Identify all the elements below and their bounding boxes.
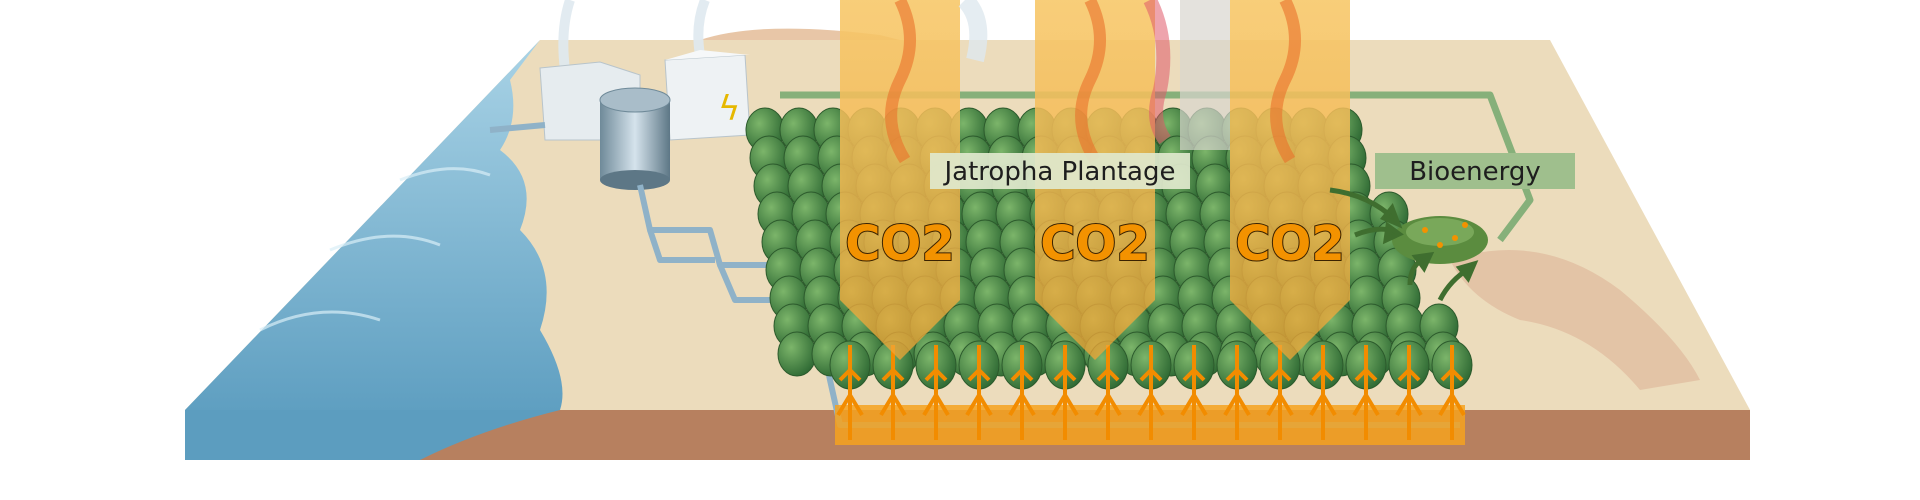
tree-root [915,340,957,440]
tree-root [1001,340,1043,440]
lightning-icon: ϟ [718,89,740,129]
sea [185,40,563,460]
tree-root [1388,340,1430,440]
co2-column-3 [1230,0,1350,360]
tree-root [1130,340,1172,440]
plantation-label-text: Jatropha Plantage [943,157,1176,187]
bioenergy-label-text: Bioenergy [1409,157,1541,187]
bioenergy-label: Bioenergy [1375,153,1575,189]
plantation-label: Jatropha Plantage [930,153,1190,189]
co2-columns [840,0,1350,360]
tree-root [1173,340,1215,440]
co2-labels: CO2 CO2 CO2 [844,215,1345,273]
biomass-pile [1392,216,1488,264]
co2-column-1 [840,0,960,360]
tree-root [829,340,871,440]
tree-root [1431,340,1473,440]
tree-root [1044,340,1086,440]
co2-label-1: CO2 [845,216,954,272]
tree-root [1302,340,1344,440]
co2-label-2: CO2 [1040,216,1149,272]
co2-label-3: CO2 [1235,216,1344,272]
tree-root [958,340,1000,440]
biomass-arrows [1329,187,1479,302]
tree-canopy [777,331,817,377]
tree-root [1345,340,1387,440]
tree-root [1216,340,1258,440]
